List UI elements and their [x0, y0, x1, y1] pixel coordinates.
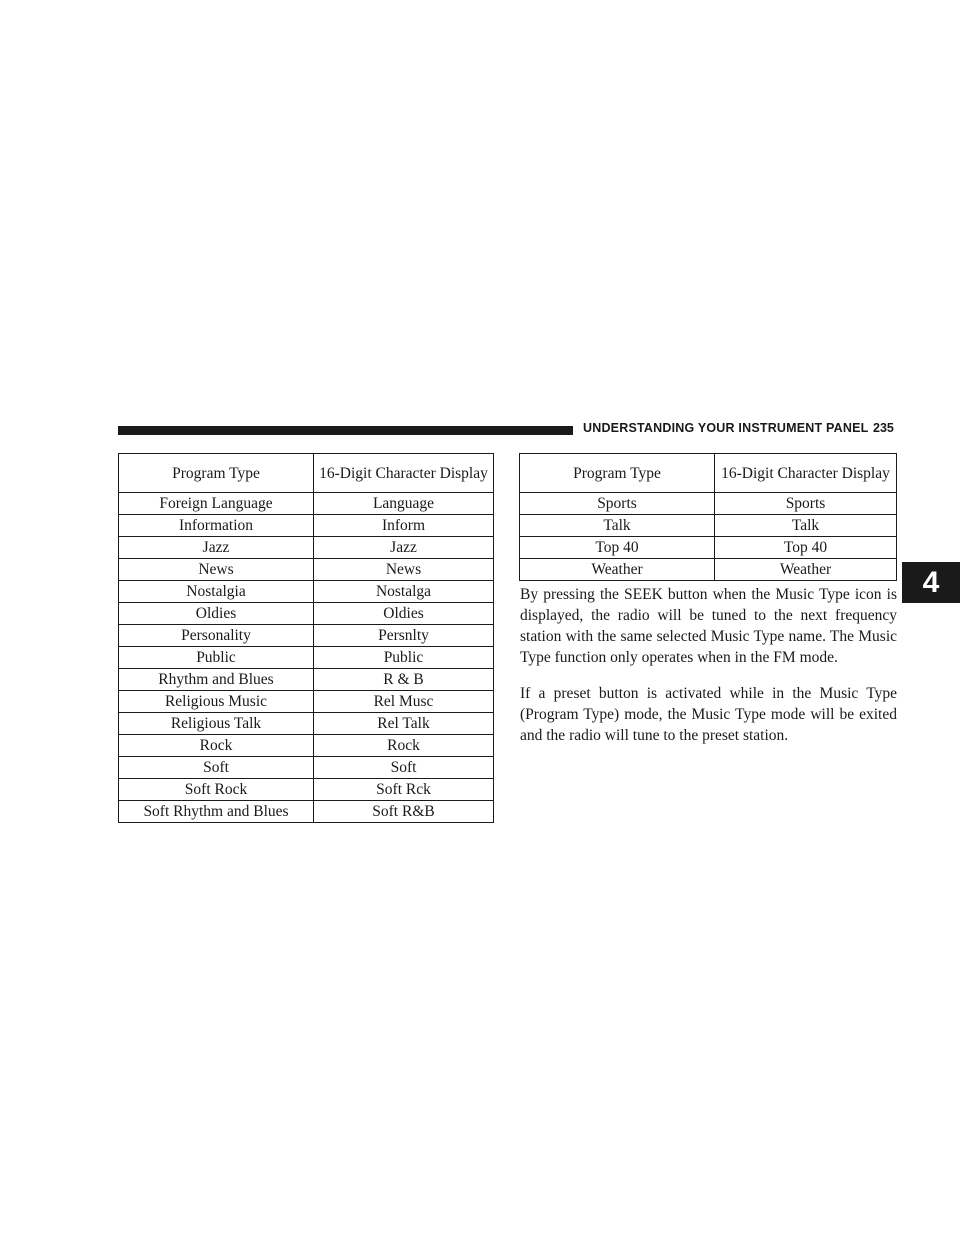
- cell-program-type: Public: [118, 646, 314, 669]
- cell-program-type: Information: [118, 514, 314, 537]
- column-header-program-type: Program Type: [118, 453, 314, 493]
- section-title: UNDERSTANDING YOUR INSTRUMENT PANEL: [583, 421, 869, 435]
- cell-program-type: Talk: [519, 514, 715, 537]
- cell-program-type: Religious Music: [118, 690, 314, 713]
- cell-program-type: Rhythm and Blues: [118, 668, 314, 691]
- paragraph-seek-button: By pressing the SEEK button when the Mus…: [520, 586, 897, 666]
- chapter-tab: 4: [902, 562, 960, 603]
- cell-program-type: Sports: [519, 492, 715, 515]
- table-header-row: Program Type 16-Digit Character Display: [118, 453, 494, 493]
- column-header-display: 16-Digit Character Display: [313, 453, 494, 493]
- table-header-row: Program Type 16-Digit Character Display: [519, 453, 897, 493]
- cell-program-type: Jazz: [118, 536, 314, 559]
- cell-program-type: Soft Rhythm and Blues: [118, 800, 314, 823]
- cell-display-text: Public: [313, 646, 494, 669]
- program-type-table-left: Program Type 16-Digit Character Display …: [118, 453, 494, 823]
- cell-display-text: Inform: [313, 514, 494, 537]
- cell-program-type: Rock: [118, 734, 314, 757]
- cell-display-text: Talk: [714, 514, 897, 537]
- cell-program-type: Religious Talk: [118, 712, 314, 735]
- cell-program-type: Personality: [118, 624, 314, 647]
- cell-display-text: Soft: [313, 756, 494, 779]
- cell-display-text: R & B: [313, 668, 494, 691]
- column-header-program-type: Program Type: [519, 453, 715, 493]
- column-header-display: 16-Digit Character Display: [714, 453, 897, 493]
- cell-program-type: Foreign Language: [118, 492, 314, 515]
- cell-display-text: Nostalga: [313, 580, 494, 603]
- cell-display-text: Soft R&B: [313, 800, 494, 823]
- cell-display-text: Persnlty: [313, 624, 494, 647]
- cell-display-text: Rel Talk: [313, 712, 494, 735]
- cell-display-text: Soft Rck: [313, 778, 494, 801]
- cell-display-text: Sports: [714, 492, 897, 515]
- cell-program-type: Soft Rock: [118, 778, 314, 801]
- cell-display-text: News: [313, 558, 494, 581]
- cell-program-type: Weather: [519, 558, 715, 581]
- paragraph-preset-button: If a preset button is activated while in…: [520, 685, 897, 744]
- header-rule: [118, 426, 573, 435]
- cell-program-type: Top 40: [519, 536, 715, 559]
- cell-display-text: Rel Musc: [313, 690, 494, 713]
- cell-display-text: Weather: [714, 558, 897, 581]
- cell-program-type: Oldies: [118, 602, 314, 625]
- cell-program-type: Nostalgia: [118, 580, 314, 603]
- program-type-table-right: Program Type 16-Digit Character Display …: [519, 453, 897, 581]
- cell-display-text: Rock: [313, 734, 494, 757]
- cell-display-text: Top 40: [714, 536, 897, 559]
- cell-display-text: Oldies: [313, 602, 494, 625]
- cell-program-type: News: [118, 558, 314, 581]
- page-number: 235: [873, 421, 894, 435]
- cell-program-type: Soft: [118, 756, 314, 779]
- cell-display-text: Jazz: [313, 536, 494, 559]
- cell-display-text: Language: [313, 492, 494, 515]
